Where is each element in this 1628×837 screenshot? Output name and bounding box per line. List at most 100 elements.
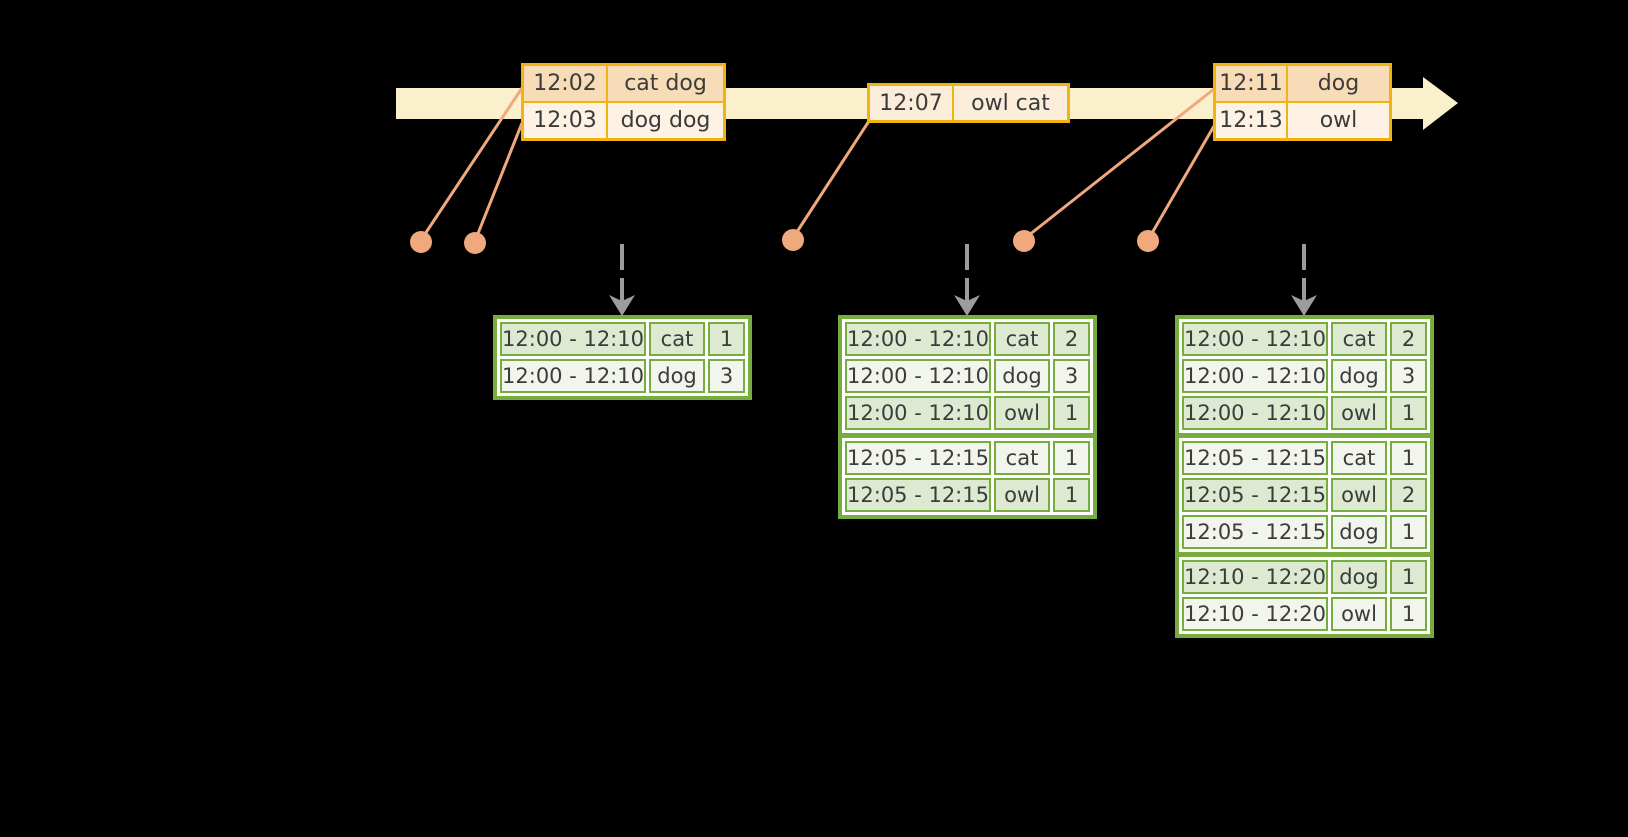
connector-line-1203: [473, 122, 524, 242]
event-row: 12:13 owl: [1216, 101, 1389, 138]
result-cell-window: 12:00 - 12:10: [1182, 359, 1328, 393]
result-cell-word: owl: [1331, 597, 1387, 631]
result-cell-window: 12:05 - 12:15: [1182, 478, 1328, 512]
event-time-dots: [410, 229, 1159, 254]
event-connector-lines: [419, 87, 1216, 242]
result-cell-word: dog: [1331, 515, 1387, 549]
result-cell-window: 12:05 - 12:15: [1182, 441, 1328, 475]
result-cell-count: 1: [1390, 441, 1427, 475]
event-row: 12:02 cat dog: [524, 66, 723, 101]
event-dot-1207: [782, 229, 804, 251]
result-cell-window: 12:00 - 12:10: [845, 359, 991, 393]
result-cell-count: 1: [1390, 396, 1427, 430]
result-cell-window: 12:10 - 12:20: [1182, 560, 1328, 594]
result-cell-window: 12:05 - 12:15: [1182, 515, 1328, 549]
event-box-1202-1203: 12:02 cat dog 12:03 dog dog: [521, 63, 726, 141]
event-time: 12:13: [1216, 103, 1288, 138]
result-cell-count: 1: [708, 322, 745, 356]
event-words: dog: [1288, 66, 1389, 101]
connector-line-1213: [1146, 125, 1216, 241]
event-time: 12:11: [1216, 66, 1288, 101]
result-cell-count: 1: [1390, 560, 1427, 594]
result-cell-count: 3: [708, 359, 745, 393]
result-cell-word: cat: [1331, 322, 1387, 356]
result-cell-word: owl: [994, 478, 1050, 512]
event-dot-1203: [464, 232, 486, 254]
result-cell-word: dog: [649, 359, 705, 393]
result-cell-count: 3: [1390, 359, 1427, 393]
result-cell-count: 2: [1390, 478, 1427, 512]
window-group-separator: [1179, 433, 1430, 438]
event-row: 12:03 dog dog: [524, 101, 723, 138]
result-cell-window: 12:05 - 12:15: [845, 441, 991, 475]
timeline-arrowhead-icon: [1423, 77, 1458, 130]
event-dot-1213: [1137, 230, 1159, 252]
event-row: 12:07 owl cat: [870, 86, 1067, 120]
window-group-separator: [1179, 552, 1430, 557]
window-group-separator: [842, 433, 1093, 438]
connector-line-1211: [1023, 87, 1215, 241]
result-cell-count: 1: [1053, 396, 1090, 430]
result-cell-window: 12:00 - 12:10: [1182, 396, 1328, 430]
result-cell-window: 12:00 - 12:10: [845, 322, 991, 356]
event-dot-1202: [410, 231, 432, 253]
trigger-arrowhead-icon-2: [954, 295, 980, 316]
event-row: 12:11 dog: [1216, 66, 1389, 101]
connector-line-1202: [419, 87, 524, 241]
event-words: cat dog: [608, 66, 723, 101]
event-dot-1211: [1013, 230, 1035, 252]
trigger-arrowhead-icon-1: [609, 295, 635, 316]
result-cell-window: 12:00 - 12:10: [1182, 322, 1328, 356]
result-cell-window: 12:00 - 12:10: [845, 396, 991, 430]
event-box-1207: 12:07 owl cat: [867, 83, 1070, 123]
result-cell-count: 3: [1053, 359, 1090, 393]
trigger-arrows: [609, 244, 1317, 316]
result-cell-count: 1: [1053, 478, 1090, 512]
result-cell-window: 12:10 - 12:20: [1182, 597, 1328, 631]
connector-line-1207: [791, 120, 871, 239]
event-box-1211-1213: 12:11 dog 12:13 owl: [1213, 63, 1392, 141]
result-cell-window: 12:00 - 12:10: [500, 322, 646, 356]
event-words: dog dog: [608, 103, 723, 138]
result-cell-word: cat: [1331, 441, 1387, 475]
result-cell-word: cat: [994, 441, 1050, 475]
result-cell-word: dog: [1331, 560, 1387, 594]
trigger-arrowhead-icon-3: [1291, 295, 1317, 316]
event-time: 12:07: [870, 86, 954, 120]
result-cell-word: dog: [1331, 359, 1387, 393]
event-words: owl cat: [954, 86, 1067, 120]
result-cell-word: owl: [1331, 396, 1387, 430]
result-cell-count: 1: [1390, 597, 1427, 631]
result-cell-count: 2: [1053, 322, 1090, 356]
result-cell-count: 1: [1053, 441, 1090, 475]
event-time: 12:03: [524, 103, 608, 138]
result-cell-count: 2: [1390, 322, 1427, 356]
result-cell-word: cat: [994, 322, 1050, 356]
result-cell-word: cat: [649, 322, 705, 356]
result-cell-count: 1: [1390, 515, 1427, 549]
result-cell-word: dog: [994, 359, 1050, 393]
result-cell-word: owl: [994, 396, 1050, 430]
event-time: 12:02: [524, 66, 608, 101]
result-cell-window: 12:00 - 12:10: [500, 359, 646, 393]
result-cell-word: owl: [1331, 478, 1387, 512]
result-cell-window: 12:05 - 12:15: [845, 478, 991, 512]
event-words: owl: [1288, 103, 1389, 138]
